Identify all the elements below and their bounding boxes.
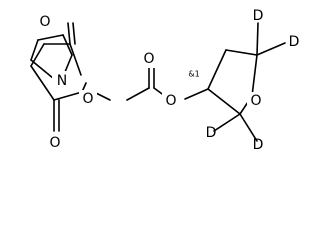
ketone-oxygen-top: O — [39, 14, 50, 30]
deuterium-top-right: D — [289, 34, 300, 50]
bond-d-top-left — [256, 22, 259, 56]
deuterium-top-left: D — [253, 8, 264, 24]
bond-ketone-top-1 — [67, 22, 71, 45]
bond-ring-a — [69, 43, 82, 76]
bond-ring-right — [251, 54, 258, 97]
imide-nitrogen: N — [57, 73, 67, 89]
n-linked-oxygen: O — [82, 91, 93, 107]
bond-d-bottom-left — [213, 113, 241, 132]
carbonate-ester-oxygen: O — [165, 93, 176, 109]
bond-c2-c1 — [30, 39, 39, 61]
deuterium-bottom-left: D — [206, 125, 217, 141]
bond-c2-c3 — [37, 34, 64, 41]
bond-ketone-top-2 — [72, 22, 76, 45]
ring-oxygen: O — [250, 93, 261, 109]
bond-ring-bottom-left — [207, 88, 241, 115]
ketone-oxygen-bottom: O — [49, 135, 60, 151]
bond-d-top-right — [256, 42, 286, 56]
stereo-marker: &1 — [188, 70, 199, 79]
bond-ring-c — [30, 43, 45, 67]
bond-ring-top-right — [225, 49, 258, 56]
bond-c3-c4 — [62, 34, 73, 56]
chemical-structure-diagram: O N O O O O O D D D D &1 — [30, 8, 300, 153]
bond-ring-top — [207, 49, 227, 90]
bond-d-bottom-right — [239, 113, 258, 142]
bond-ring-e — [53, 91, 83, 101]
deuterium-bottom-right: D — [253, 137, 264, 153]
bond-o-ring-carbon — [184, 88, 209, 100]
bond-o-c — [126, 87, 150, 101]
bond-c4-n — [64, 54, 73, 73]
carbonate-carbonyl-oxygen: O — [143, 51, 154, 67]
bond-ring-d — [30, 65, 55, 101]
